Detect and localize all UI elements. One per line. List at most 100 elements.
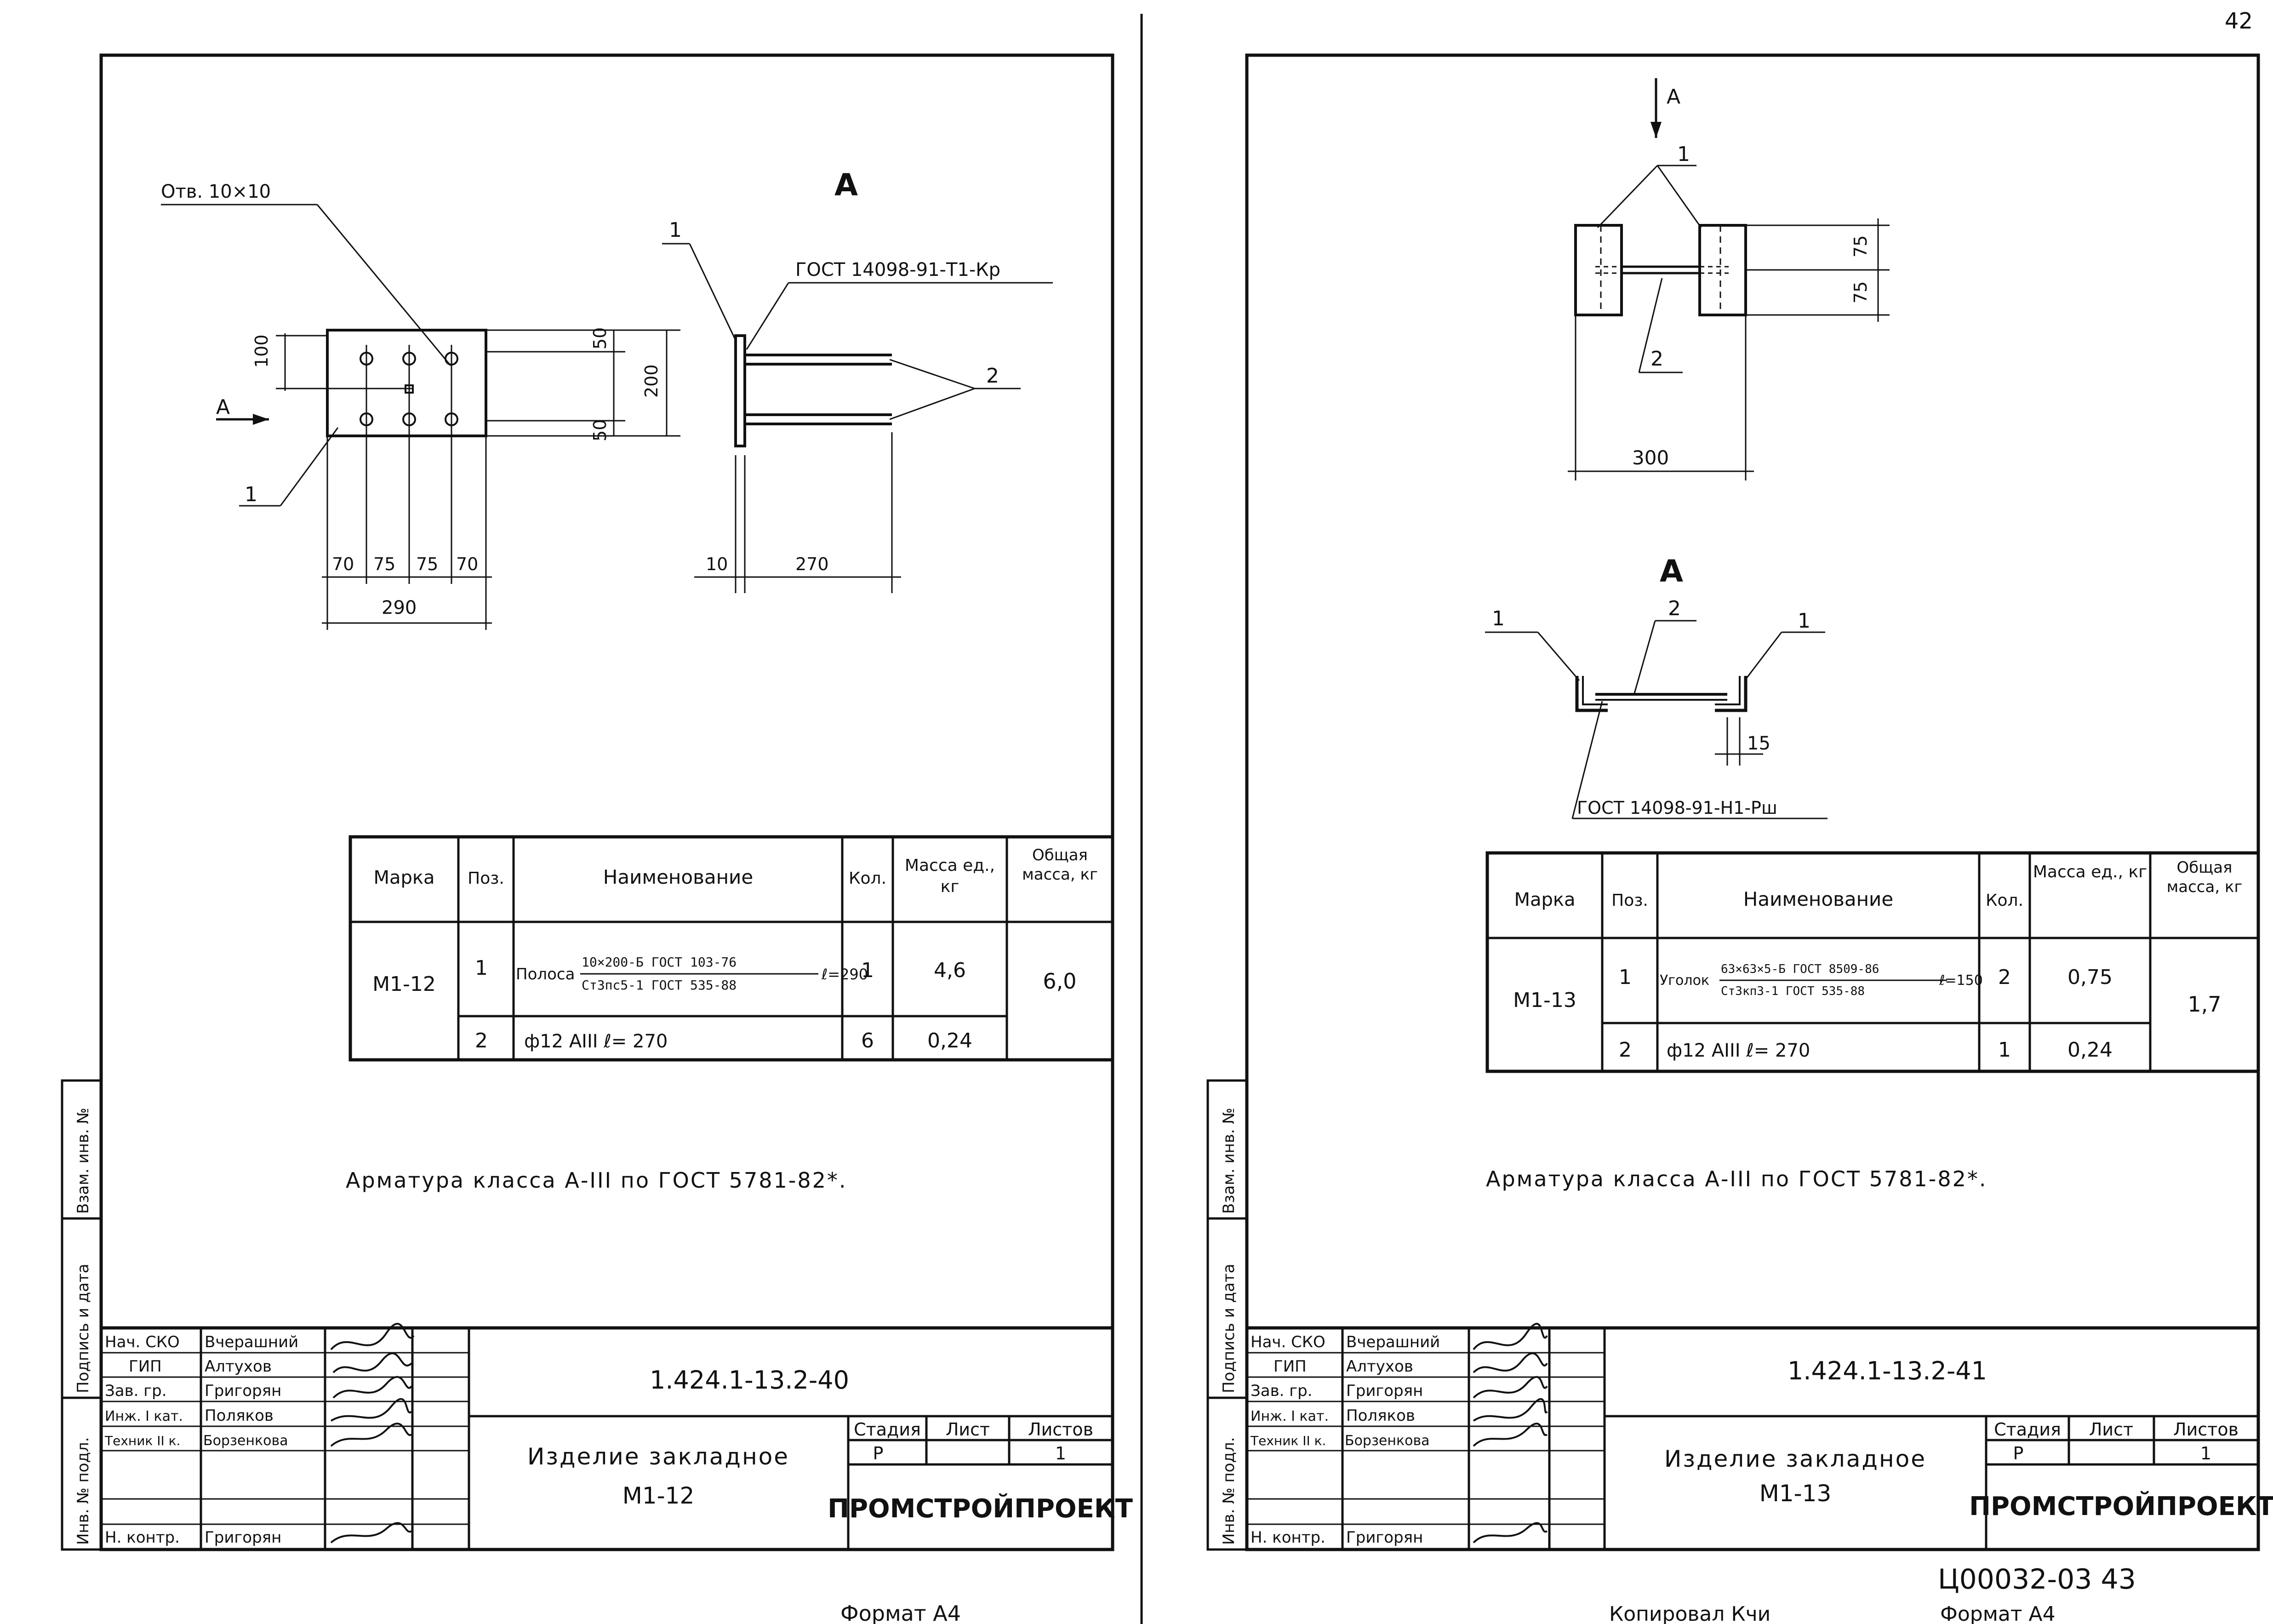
stamp-stage-r: Р [2013, 1443, 2024, 1464]
dim-50-bottom: 50 [590, 419, 610, 441]
stamp-role-1-r: Нач. СКО [1251, 1333, 1325, 1351]
plate-plan-view [161, 204, 680, 630]
sheet-right-frame [1245, 53, 2260, 1551]
th-mass-unit: Масса ед., кг [905, 856, 995, 896]
view-a-label-r: А [1660, 554, 1683, 589]
stamp-role-4-r: Инж. I кат. [1251, 1408, 1329, 1424]
stamp-right [1247, 1326, 2258, 1550]
view-a-label: А [834, 167, 858, 203]
spec-table-right [1485, 851, 2260, 1073]
cell-name-1-num-r: 63×63×5-Б ГОСТ 8509-86 [1721, 962, 1879, 976]
angle-section-labels: А 1 2 1 15 ГОСТ 14098-91-Н1-Рш [1492, 554, 1810, 818]
hole-label: Отв. 10×10 [161, 181, 271, 202]
stamp-stage-header: Стадия [854, 1419, 921, 1440]
stamp-name-7-r: Григорян [1346, 1528, 1423, 1547]
cell-pos-1-r: 1 [1619, 966, 1632, 989]
side-label-vzam: Взам. инв. № [74, 1108, 92, 1214]
stamp-org: ПРОМСТРОЙПРОЕКТ [828, 1493, 1133, 1524]
format-label-left: Формат А4 [840, 1601, 961, 1624]
cell-name-1-pre-r: Уголок [1660, 972, 1709, 989]
cell-name-1-pre: Полоса [516, 965, 575, 984]
side-label-sign-r: Подпись и дата [1220, 1264, 1238, 1393]
th-mass-total: Общая масса, кг [1022, 846, 1098, 884]
sheet-left-frame [99, 53, 1114, 1551]
stamp-role-3-r: Зав. гр. [1251, 1382, 1313, 1400]
gost-weld-label: ГОСТ 14098-91-Т1-Кр [795, 259, 1000, 280]
angle-plan-labels: А 1 2 75 75 300 [1632, 85, 1871, 469]
callout-1-top: 1 [1677, 143, 1690, 166]
stamp-name-1: Вчерашний [205, 1333, 298, 1351]
signatures-right [1473, 1323, 1548, 1544]
th-qty-r: Кол. [1986, 891, 2023, 910]
plate-plan-dims: 100 50 50 200 70 75 75 70 290 Отв. 10×10… [161, 181, 662, 618]
side-label-vzam-r: Взам. инв. № [1220, 1108, 1238, 1214]
page-number: 42 [2225, 8, 2253, 34]
stamp-sheet-header-r: Лист [2089, 1419, 2133, 1440]
dim-15: 15 [1747, 733, 1770, 754]
callout-1-left: 1 [1492, 607, 1505, 630]
spec-table-right-text: Марка Поз. Наименование Кол. Масса ед., … [1513, 858, 2242, 1062]
stamp-stage: Р [873, 1443, 884, 1464]
stamp-name-2: Алтухов [205, 1357, 272, 1376]
th-name: Наименование [603, 866, 753, 888]
stamp-sheets: 1 [1055, 1443, 1066, 1464]
cell-name-2: ф12 АIII ℓ= 270 [524, 1031, 668, 1052]
stamp-role-7-r: Н. контр. [1251, 1528, 1325, 1547]
cell-pos-2-r: 2 [1619, 1038, 1632, 1062]
stamp-name-5: Борзенкова [203, 1433, 288, 1449]
cell-total-r: 1,7 [2187, 992, 2221, 1017]
stamp-name-2-r: Алтухов [1346, 1357, 1413, 1376]
archive-number: Ц00032-03 43 [1938, 1563, 2136, 1595]
stamp-role-2: ГИП [129, 1357, 162, 1376]
stamp-right-text: Нач. СКО Вчерашний ГИП Алтухов Зав. гр. … [1250, 1333, 2273, 1547]
cell-mass-1-r: 0,75 [2067, 966, 2113, 989]
rebar-note-right: Арматура класса А-III по ГОСТ 5781-82*. [1486, 1167, 1987, 1191]
cell-name-1-num: 10×200-Б ГОСТ 103-76 [582, 955, 737, 970]
stamp-name-3-r: Григорян [1346, 1382, 1423, 1400]
side-strip-left: Инв. № подл. Подпись и дата Взам. инв. № [61, 1079, 103, 1551]
dim-300: 300 [1632, 446, 1669, 469]
dim-200: 200 [641, 364, 662, 398]
stamp-role-1: Нач. СКО [105, 1333, 180, 1351]
view-arrow-label-r: А [1667, 85, 1680, 109]
cell-name-1-len-r: ℓ=150 [1939, 972, 1983, 989]
stamp-title-1: Изделие закладное [527, 1443, 789, 1470]
cell-mass-2-r: 0,24 [2067, 1038, 2113, 1062]
stamp-name-3: Григорян [205, 1382, 281, 1400]
dim-290: 290 [382, 597, 417, 618]
stamp-role-3: Зав. гр. [105, 1382, 167, 1400]
dim-75-top-r: 75 [1850, 235, 1871, 257]
cell-pos-1: 1 [475, 956, 488, 980]
side-label-sign: Подпись и дата [74, 1264, 92, 1393]
plate-side-view [662, 243, 1053, 593]
callout-2-top: 2 [1650, 347, 1663, 371]
format-label-right: Формат А4 [1940, 1602, 2056, 1624]
angle-section-view [1485, 620, 1828, 819]
stamp-stage-header-r: Стадия [1994, 1419, 2061, 1440]
gost-weld-label-r: ГОСТ 14098-91-Н1-Рш [1577, 798, 1777, 818]
stamp-code: 1.424.1-13.2-40 [650, 1366, 849, 1395]
angle-plan-view [1568, 78, 1890, 480]
stamp-title-1-r: Изделие закладное [1664, 1446, 1926, 1472]
callout-2-mid: 2 [1668, 597, 1681, 620]
stamp-title-2-r: М1-13 [1759, 1480, 1832, 1507]
stamp-left-text: Нач. СКО Вчерашний ГИП Алтухов Зав. гр. … [104, 1333, 1133, 1547]
cell-pos-2: 2 [475, 1029, 488, 1052]
side-strip-right: Инв. № подл. Подпись и дата Взам. инв. № [1206, 1079, 1248, 1551]
cell-qty-2: 6 [861, 1029, 874, 1052]
spec-table-left-text: Марка Поз. Наименование Кол. Масса ед., … [372, 846, 1098, 1052]
cell-qty-2-r: 1 [1998, 1038, 2011, 1062]
stamp-title-2: М1-12 [623, 1482, 695, 1509]
sheet-left: Инв. № подл. Подпись и дата Взам. инв. № [61, 53, 1133, 1551]
callout-2-side: 2 [986, 364, 999, 388]
stamp-role-5-r: Техник II к. [1250, 1433, 1326, 1448]
stamp-role-4: Инж. I кат. [105, 1408, 183, 1424]
stamp-role-7: Н. контр. [105, 1528, 180, 1547]
stamp-name-1-r: Вчерашний [1346, 1333, 1440, 1351]
th-mass-unit-r: Масса ед., кг [2033, 863, 2147, 881]
dim-75-bottom-r: 75 [1850, 281, 1871, 303]
stamp-sheets-header: Листов [1028, 1419, 1093, 1440]
cell-mass-1: 4,6 [934, 959, 966, 982]
stamp-role-5: Техник II к. [104, 1433, 180, 1448]
